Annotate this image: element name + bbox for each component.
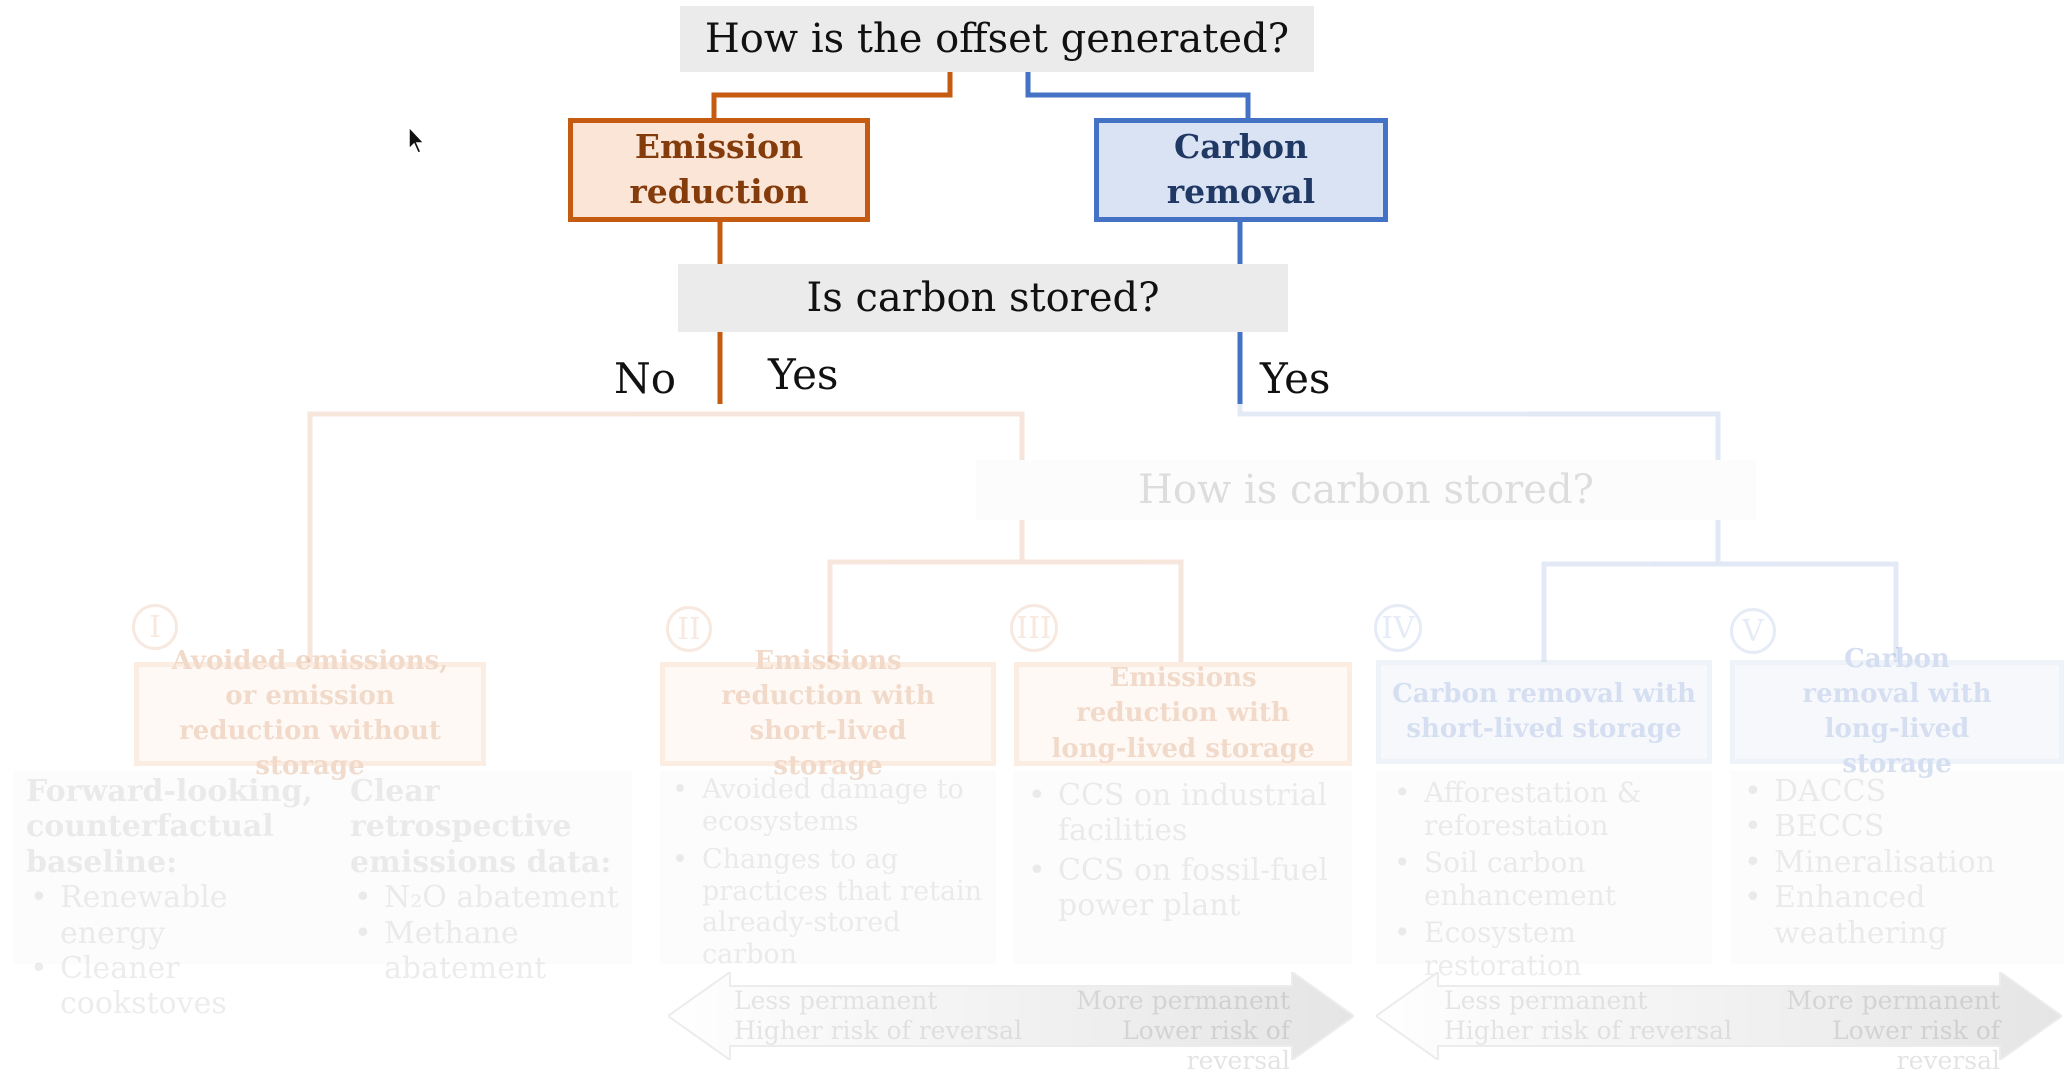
panel-5-list: DACCS BECCS Mineralisation Enhanced weat…	[1740, 774, 2060, 951]
list-item: Methane abatement	[350, 916, 630, 987]
connector-no-branch	[307, 411, 720, 662]
connector-removal-branch	[1237, 404, 1721, 460]
list-item: Mineralisation	[1740, 845, 2060, 881]
list-item: Changes to ag practices that retain alre…	[668, 844, 990, 971]
arrow-right-line-1: More permanent	[1786, 986, 2000, 1015]
list-item: Ecosystem restoration	[1390, 916, 1712, 982]
list-item: DACCS	[1740, 774, 2060, 810]
panel-3-list: CCS on industrial facilities CCS on foss…	[1024, 778, 1346, 924]
panel-1-col-1-head-text: Forward-looking, counterfactual baseline	[26, 774, 313, 880]
panel-4-list: Afforestation & reforestation Soil carbo…	[1390, 776, 1712, 982]
panel-2-text: Avoided damage to ecosystems Changes to …	[668, 774, 990, 971]
question-how-stored: How is carbon stored?	[976, 460, 1756, 520]
category-box-1: Avoided emissions, or emission reduction…	[134, 646, 486, 781]
list-item: CCS on industrial facilities	[1024, 778, 1346, 849]
carbon-removal-label: Carbon removal	[1166, 127, 1316, 211]
arrow-emission-left-text: Less permanent Higher risk of reversal	[734, 986, 1022, 1046]
permanence-arrow-emission	[668, 972, 1354, 1060]
category-title-2: Emissions reduction with short-lived sto…	[721, 645, 935, 782]
arrow-right-line-2: Lower risk of reversal	[1122, 1016, 1290, 1075]
category-number-2-text: II	[677, 611, 701, 647]
panel-2-list: Avoided damage to ecosystems Changes to …	[668, 774, 990, 971]
arrow-right-line-1: More permanent	[1076, 986, 1290, 1015]
panel-3-text: CCS on industrial facilities CCS on foss…	[1024, 778, 1346, 924]
connector-q3-emission	[827, 520, 1025, 662]
question-offset-generated: How is the offset generated?	[680, 6, 1314, 72]
category-number-1: I	[132, 604, 178, 650]
category-number-5: V	[1730, 608, 1776, 654]
arrow-removal-right-text: More permanent Lower risk of reversal	[1740, 986, 2000, 1076]
list-item: Afforestation & reforestation	[1390, 776, 1712, 842]
question-how-stored-text: How is carbon stored?	[1137, 467, 1594, 513]
question-carbon-stored: Is carbon stored?	[678, 264, 1288, 332]
arrow-left-line-1: Less permanent	[734, 986, 938, 1015]
panel-1-col-1: Forward-looking, counterfactual baseline…	[26, 774, 336, 1022]
emission-reduction-label: Emission reduction	[629, 127, 809, 211]
category-number-4: IV	[1374, 604, 1422, 652]
list-item: Cleaner cookstoves	[26, 951, 336, 1022]
arrow-right-line-2: Lower risk of reversal	[1832, 1016, 2000, 1075]
connector-q1-removal	[1025, 72, 1251, 118]
panel-1-col-2-head-text: Clear retrospective emissions data	[350, 774, 601, 880]
panel-1-col-1-head: Forward-looking, counterfactual baseline…	[26, 774, 313, 880]
panel-4-text: Afforestation & reforestation Soil carbo…	[1390, 776, 1712, 982]
label-no: No	[614, 354, 677, 403]
connector-q3-removal-long	[1718, 561, 1899, 662]
arrow-left-line-2: Higher risk of reversal	[1444, 1016, 1733, 1045]
connector-q3-emission-long	[1022, 559, 1184, 662]
category-number-4-text: IV	[1381, 610, 1415, 646]
arrow-removal-left-text: Less permanent Higher risk of reversal	[1444, 986, 1732, 1046]
question-offset-generated-text: How is the offset generated?	[704, 16, 1290, 62]
list-item: CCS on fossil-fuel power plant	[1024, 853, 1346, 924]
list-item: Avoided damage to ecosystems	[668, 774, 990, 838]
list-item: Enhanced weathering	[1740, 880, 2060, 951]
list-item: Soil carbon enhancement	[1390, 846, 1712, 912]
list-item: N₂O abatement	[350, 880, 630, 916]
arrow-left-line-2: Higher risk of reversal	[734, 1016, 1023, 1045]
category-box-3: Emissions reduction with long-lived stor…	[1014, 662, 1352, 766]
category-title-4: Carbon removal with short-lived storage	[1392, 678, 1696, 744]
list-item: Renewable energy	[26, 880, 336, 951]
category-number-3: III	[1010, 604, 1058, 652]
category-box-2: Emissions reduction with short-lived sto…	[660, 646, 996, 781]
label-yes-right: Yes	[1260, 354, 1331, 403]
carbon-removal-box: Carbon removal	[1094, 118, 1388, 222]
mouse-pointer-icon	[408, 126, 426, 154]
permanence-arrow-removal	[1376, 972, 2062, 1060]
panel-1-col-1-list: Renewable energy Cleaner cookstoves	[26, 880, 336, 1022]
connector-yes-branch	[720, 411, 1025, 460]
category-box-5: Carbon removal with long-lived storage	[1730, 644, 2064, 779]
panel-5-text: DACCS BECCS Mineralisation Enhanced weat…	[1740, 774, 2060, 951]
category-title-3: Emissions reduction with long-lived stor…	[1051, 663, 1315, 764]
category-title-1: Avoided emissions, or emission reduction…	[171, 645, 449, 782]
panel-1-col-2-head: Clear retrospective emissions data:	[350, 774, 612, 880]
category-number-2: II	[666, 606, 712, 652]
emission-reduction-box: Emission reduction	[568, 118, 870, 222]
question-carbon-stored-text: Is carbon stored?	[806, 275, 1160, 321]
category-number-5-text: V	[1742, 613, 1764, 649]
label-yes-left: Yes	[768, 350, 839, 399]
panel-1-col-2-list: N₂O abatement Methane abatement	[350, 880, 630, 986]
category-title-5: Carbon removal with long-lived storage	[1802, 643, 1992, 780]
category-box-4: Carbon removal with short-lived storage	[1376, 660, 1712, 764]
category-number-1-text: I	[149, 609, 161, 645]
list-item: BECCS	[1740, 809, 2060, 845]
panel-1-col-2: Clear retrospective emissions data: N₂O …	[350, 774, 630, 986]
arrow-emission-right-text: More permanent Lower risk of reversal	[1030, 986, 1290, 1076]
connector-q3-removal	[1541, 520, 1721, 662]
arrow-left-line-1: Less permanent	[1444, 986, 1648, 1015]
category-number-3-text: III	[1016, 610, 1052, 646]
connector-q1-emission	[711, 72, 953, 118]
